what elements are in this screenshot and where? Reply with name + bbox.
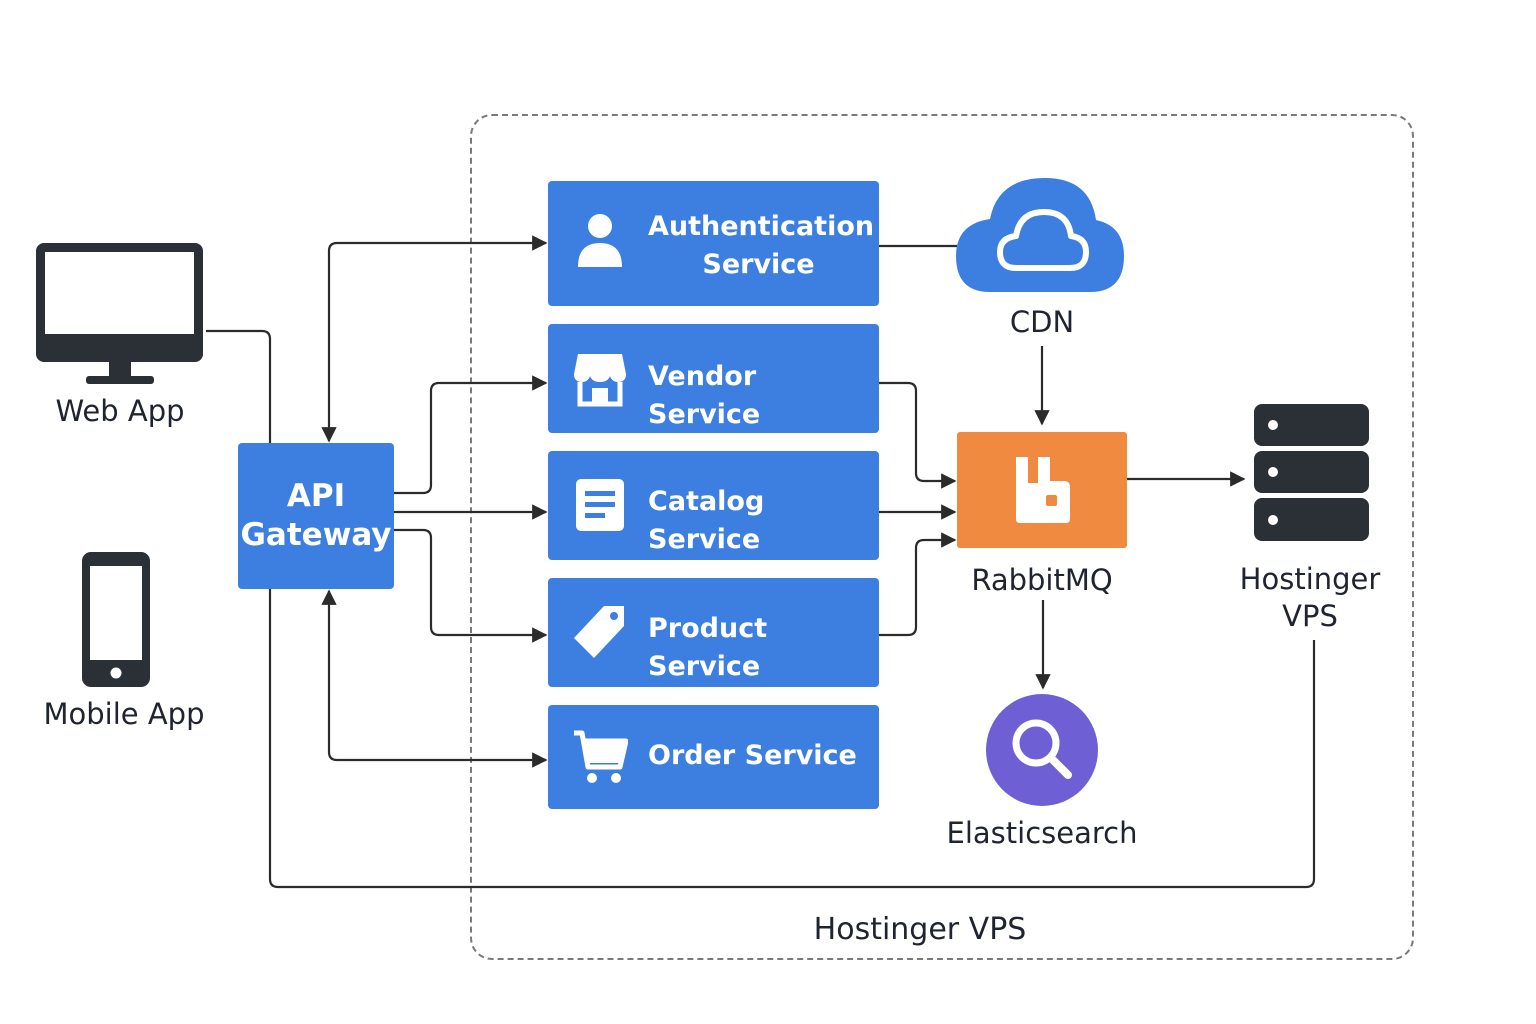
price-tag-icon	[572, 602, 628, 662]
rabbitmq-label: RabbitMQ	[971, 563, 1113, 597]
user-icon	[572, 211, 628, 271]
gateway-label-line2: Gateway	[240, 517, 392, 553]
product-service-label: Product Service	[648, 613, 768, 682]
hosting-label-line1: Hostinger	[1239, 562, 1381, 596]
gateway-label-line1: API	[286, 478, 346, 514]
connector-gateway-order	[321, 589, 548, 768]
vendor-service-label: Vendor Service	[648, 361, 761, 430]
order-service: Order Service	[548, 705, 879, 809]
connector-gateway-product	[394, 528, 548, 643]
document-icon	[572, 475, 628, 535]
api-gateway: API Gateway	[238, 443, 394, 589]
authentication-service: Authentication Service	[548, 181, 879, 306]
auth-service-label-line1: Authentication	[648, 211, 875, 242]
connector-webapp-gateway	[206, 329, 272, 443]
connector-vendor-rabbitmq	[879, 381, 957, 489]
product-service: Product Service	[548, 578, 879, 687]
hosting-label-line2: VPS	[1282, 599, 1338, 633]
order-service-label: Order Service	[648, 740, 857, 771]
rabbit-icon	[1016, 457, 1070, 523]
hostinger-vps-boundary	[470, 114, 1414, 960]
connector-gateway-vendor	[394, 375, 548, 495]
mobile-app-label: Mobile App	[43, 697, 205, 731]
elasticsearch-label: Elasticsearch	[946, 816, 1138, 850]
connector-gateway-auth	[321, 235, 548, 443]
connector-product-rabbitmq	[879, 532, 957, 637]
cdn-label: CDN	[1009, 305, 1075, 339]
vendor-service: Vendor Service	[548, 324, 879, 433]
catalog-service-label: Catalog Service	[648, 486, 765, 555]
web-app-label: Web App	[55, 394, 185, 428]
shopping-cart-icon	[572, 727, 628, 787]
rabbitmq-node	[957, 432, 1127, 548]
storefront-icon	[572, 348, 628, 408]
connector-gateway-hostinger	[268, 589, 1316, 889]
catalog-service: Catalog Service	[548, 451, 879, 560]
auth-service-label-line2: Service	[702, 249, 815, 280]
boundary-label: Hostinger VPS	[813, 912, 1027, 947]
